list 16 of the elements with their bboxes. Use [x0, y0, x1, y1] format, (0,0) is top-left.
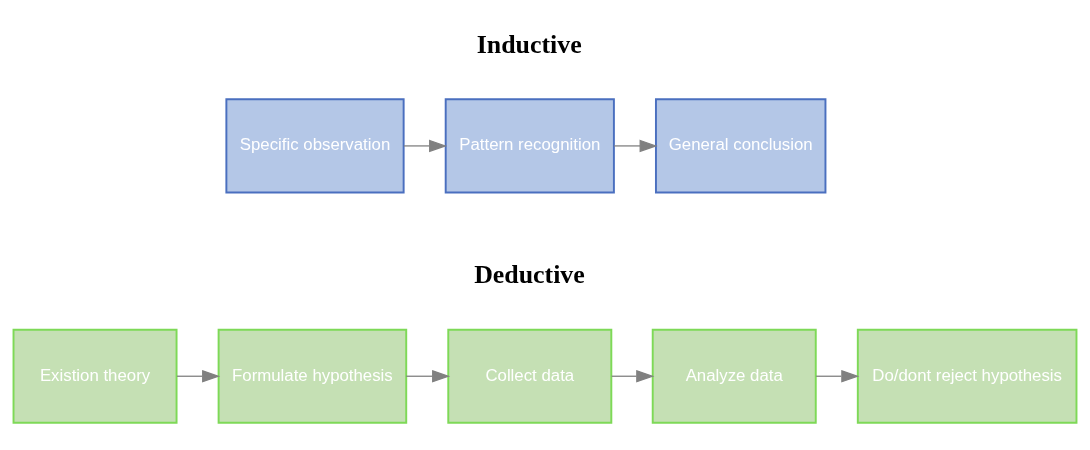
label: Deductive: [474, 259, 585, 289]
node-box: General conclusion: [655, 97, 827, 193]
arrow: [405, 369, 451, 383]
node-box: Existion theory: [12, 328, 178, 424]
arrow: [176, 369, 221, 383]
label: Inductive: [476, 29, 582, 59]
node-box: Pattern recognition: [444, 97, 615, 193]
arrow: [613, 139, 658, 152]
arrow: [403, 139, 448, 152]
arrow: [611, 369, 655, 383]
node-box: Formulate hypothesis: [217, 328, 408, 424]
node-box: Collect data: [447, 328, 613, 424]
node-box: Analyze data: [651, 328, 817, 424]
node-box: Do/dont reject hypothesis: [856, 328, 1078, 424]
node-box: Specific observation: [225, 97, 405, 193]
arrow: [815, 369, 860, 383]
